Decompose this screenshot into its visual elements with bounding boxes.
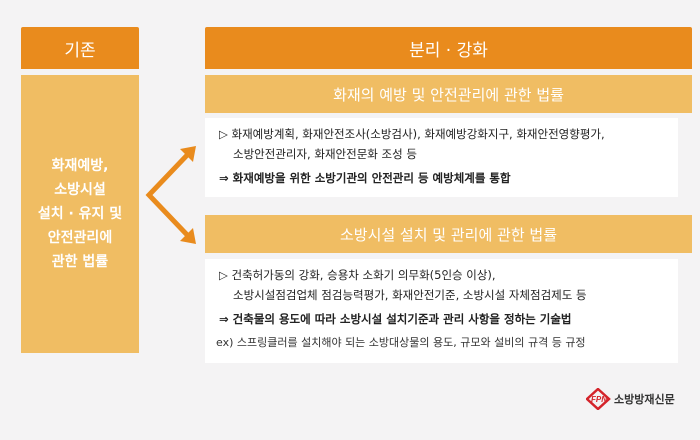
logo-name: 소방방재신문: [614, 393, 675, 406]
existing-law-line: 관한 법률: [51, 254, 109, 270]
section-title-text: 소방시설 설치 및 관리에 관한 법률: [339, 225, 558, 244]
section-title-text: 화재의 예방 및 안전관리에 관한 법률: [333, 85, 564, 104]
implies-arrow-icon: ⇒: [219, 312, 229, 326]
logo-mark-text: FPN: [591, 395, 607, 404]
section-body-fire-facilities: ▷ 건축허가동의 강화, 승용차 소화기 의무화(5인승 이상), 소방시설점검…: [205, 259, 678, 363]
existing-header-label: 기존: [64, 40, 96, 61]
existing-law-line: 화재예방,: [51, 158, 109, 174]
split-arrows-icon: [145, 146, 196, 244]
split-header-label: 분리 · 강화: [409, 40, 488, 61]
result-line: ⇒ 화재예방을 위한 소방기관의 안전관리 등 예방체계를 통합: [219, 168, 664, 188]
split-header: 분리 · 강화: [205, 27, 692, 69]
existing-header: 기존: [21, 27, 139, 69]
bullet-line: ▷ 건축허가동의 강화, 승용차 소화기 의무화(5인승 이상),: [219, 265, 664, 285]
triangle-bullet-icon: ▷: [219, 268, 228, 282]
example-text: ex) 스프링클러를 설치해야 되는 소방대상물의 용도, 규모와 설비의 규격…: [216, 336, 586, 349]
section-body-fire-prevention: ▷ 화재예방계획, 화재안전조사(소방검사), 화재예방강화지구, 화재안전영향…: [205, 118, 678, 197]
bullet-line: ▷ 화재예방계획, 화재안전조사(소방검사), 화재예방강화지구, 화재안전영향…: [219, 124, 664, 144]
triangle-bullet-icon: ▷: [219, 127, 228, 141]
result-text: 화재예방을 위한 소방기관의 안전관리 등 예방체계를 통합: [232, 171, 511, 185]
arrow-head-down: [180, 228, 196, 244]
existing-law-box: 화재예방, 소방시설 설치 · 유지 및 안전관리에 관한 법률: [21, 75, 139, 353]
section-title-fire-prevention: 화재의 예방 및 안전관리에 관한 법률: [205, 75, 692, 113]
existing-law-line: 안전관리에: [47, 230, 113, 246]
existing-law-line: 소방시설: [54, 182, 106, 198]
bullet-text: 화재예방계획, 화재안전조사(소방검사), 화재예방강화지구, 화재안전영향평가…: [231, 127, 605, 141]
arrow-head-up: [180, 146, 196, 162]
fpn-logo: FPN 소방방재신문: [586, 388, 675, 410]
bullet-text: 소방시설점검업체 점검능력평가, 화재안전기준, 소방시설 자체점검제도 등: [233, 288, 587, 302]
result-line: ⇒ 건축물의 용도에 따라 소방시설 설치기준과 관리 사항을 정하는 기술법: [219, 309, 664, 329]
fpn-diamond-icon: FPN: [586, 388, 611, 410]
result-text: 건축물의 용도에 따라 소방시설 설치기준과 관리 사항을 정하는 기술법: [232, 312, 572, 326]
bullet-text: 건축허가동의 강화, 승용차 소화기 의무화(5인승 이상),: [231, 268, 496, 282]
implies-arrow-icon: ⇒: [219, 171, 229, 185]
existing-law-line: 설치 · 유지 및: [37, 206, 123, 222]
bullet-text: 소방안전관리자, 화재안전문화 조성 등: [233, 147, 417, 161]
section-title-fire-facilities: 소방시설 설치 및 관리에 관한 법률: [205, 215, 692, 253]
